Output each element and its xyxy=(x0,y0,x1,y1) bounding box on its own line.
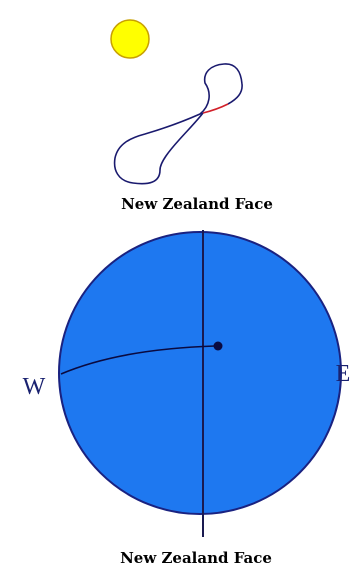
center-point xyxy=(214,342,223,351)
analemma-figure-eight xyxy=(115,64,243,184)
west-label: W xyxy=(23,374,46,400)
caption-top: New Zealand Face xyxy=(121,195,273,213)
sun-icon xyxy=(111,20,149,58)
analemma-navy-segment xyxy=(115,64,243,184)
east-label: E xyxy=(336,361,351,387)
globe-circle xyxy=(59,232,341,514)
caption-bottom: New Zealand Face xyxy=(120,549,272,567)
